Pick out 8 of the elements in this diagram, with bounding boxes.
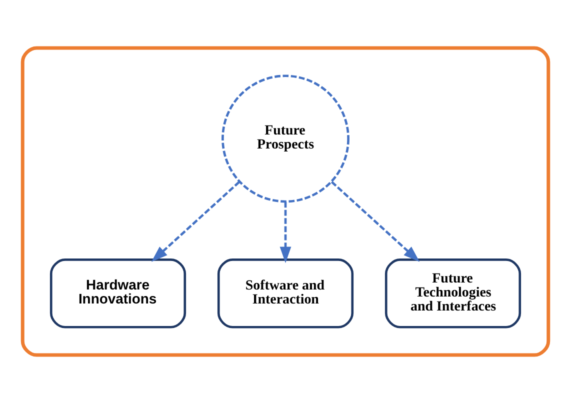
cluster <box>20 46 550 357</box>
node-circle: Future Prospects <box>222 74 350 203</box>
arrow <box>330 181 420 262</box>
arrow <box>151 181 240 262</box>
arrow <box>280 202 292 264</box>
node-box: Software and Interaction <box>217 258 354 328</box>
node-box: Hardware Innovations <box>50 258 186 328</box>
node-box: Future Technologies and Interfaces <box>384 258 522 328</box>
